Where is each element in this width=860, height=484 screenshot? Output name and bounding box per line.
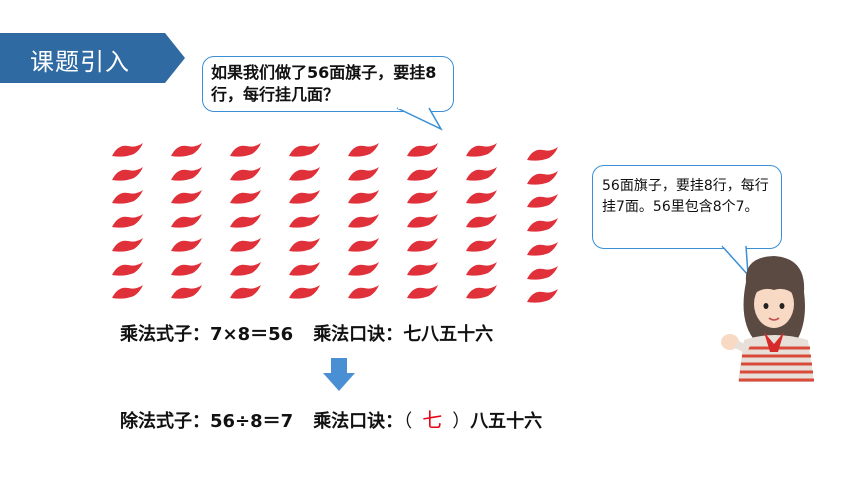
red-flag-icon: [407, 143, 438, 157]
red-flag-icon: [466, 261, 497, 276]
red-flag-icon: [171, 261, 202, 276]
red-flag-icon: [289, 261, 320, 276]
girl-speech-text: 56面旗子，要挂8行，每行挂7面。56里包含8个7。: [602, 178, 769, 215]
division-rhyme-label: 乘法口诀：: [313, 411, 404, 432]
red-flag-icon: [230, 285, 261, 299]
red-flag-icon: [112, 166, 143, 181]
red-flag-icon: [171, 237, 202, 252]
red-flag-icon: [230, 143, 261, 157]
multiplication-equation: 7×8＝56: [210, 324, 294, 345]
header-banner-shape: [0, 33, 185, 83]
paren-close: ）: [452, 411, 471, 432]
red-flag-icon: [230, 261, 261, 276]
red-flag-icon: [527, 289, 558, 303]
question-bubble-tail: [396, 104, 443, 131]
red-flag-icon: [466, 237, 497, 252]
division-equation-label: 除法式子：: [120, 411, 210, 432]
red-flag-icon: [230, 237, 261, 252]
question-text: 如果我们做了56面旗子，要挂8行，每行挂几面？: [211, 63, 437, 104]
red-flag-icon: [289, 214, 320, 228]
red-flag-icon: [112, 261, 143, 276]
division-rhyme-rest: 八五十六: [470, 411, 543, 432]
red-flag-icon: [348, 214, 379, 228]
red-flag-icon: [289, 237, 320, 252]
red-flag-icon: [466, 166, 497, 181]
red-flag-icon: [230, 190, 261, 205]
red-flag-icon: [289, 190, 320, 205]
multiplication-rhyme: 七八五十六: [403, 324, 494, 345]
division-equation: 56÷8＝7: [210, 411, 294, 432]
question-speech-bubble: [202, 56, 454, 112]
red-flag-icon: [348, 166, 379, 181]
red-flag-icon: [348, 285, 379, 299]
red-flag-icon: [527, 147, 558, 161]
red-flag-icon: [348, 190, 379, 205]
red-flag-icon: [407, 285, 438, 299]
paren-open: （: [403, 411, 413, 432]
header-title: 课题引入: [30, 48, 130, 76]
red-flag-icon: [112, 143, 143, 157]
girl-illustration: [721, 256, 814, 382]
red-flag-icon: [171, 143, 202, 157]
red-flag-icon: [407, 261, 438, 276]
red-flag-icon: [407, 166, 438, 181]
red-flag-icon: [230, 214, 261, 228]
red-flag-icon: [171, 285, 202, 299]
multiplication-rhyme-label: 乘法口诀：: [313, 324, 404, 345]
red-flag-icon: [407, 237, 438, 252]
red-flag-icon: [527, 194, 558, 209]
multiplication-line: 乘法式子：7×8＝56 乘法口诀：七八五十六: [120, 320, 493, 346]
red-flag-icon: [289, 143, 320, 157]
red-flag-icon: [112, 190, 143, 205]
red-flag-icon: [289, 285, 320, 299]
down-arrow-icon: [323, 358, 355, 391]
answer-text: 七: [422, 408, 443, 432]
multiplication-equation-label: 乘法式子：: [120, 324, 210, 345]
red-flag-icon: [112, 214, 143, 228]
red-flag-icon: [407, 214, 438, 228]
flag-grid: [110, 142, 570, 303]
red-flag-icon: [112, 237, 143, 252]
red-flag-icon: [348, 143, 379, 157]
red-flag-icon: [171, 214, 202, 228]
red-flag-icon: [407, 190, 438, 205]
girl-speech-bubble: [592, 165, 782, 249]
red-flag-icon: [466, 190, 497, 205]
division-line: 除法式子：56÷8＝7 乘法口诀：（ 七 ）八五十六: [120, 404, 542, 433]
red-flag-icon: [348, 261, 379, 276]
section-header: 课题引入: [0, 33, 185, 83]
red-flag-icon: [171, 166, 202, 181]
red-flag-icon: [230, 166, 261, 181]
red-flag-icon: [527, 218, 558, 232]
red-flag-icon: [466, 214, 497, 228]
red-flag-icon: [348, 237, 379, 252]
red-flag-icon: [112, 285, 143, 299]
red-flag-icon: [466, 143, 497, 157]
red-flag-icon: [527, 265, 558, 280]
red-flag-icon: [466, 285, 497, 299]
red-flag-icon: [527, 241, 558, 256]
red-flag-icon: [171, 190, 202, 205]
red-flag-icon: [289, 166, 320, 181]
red-flag-icon: [527, 170, 558, 185]
